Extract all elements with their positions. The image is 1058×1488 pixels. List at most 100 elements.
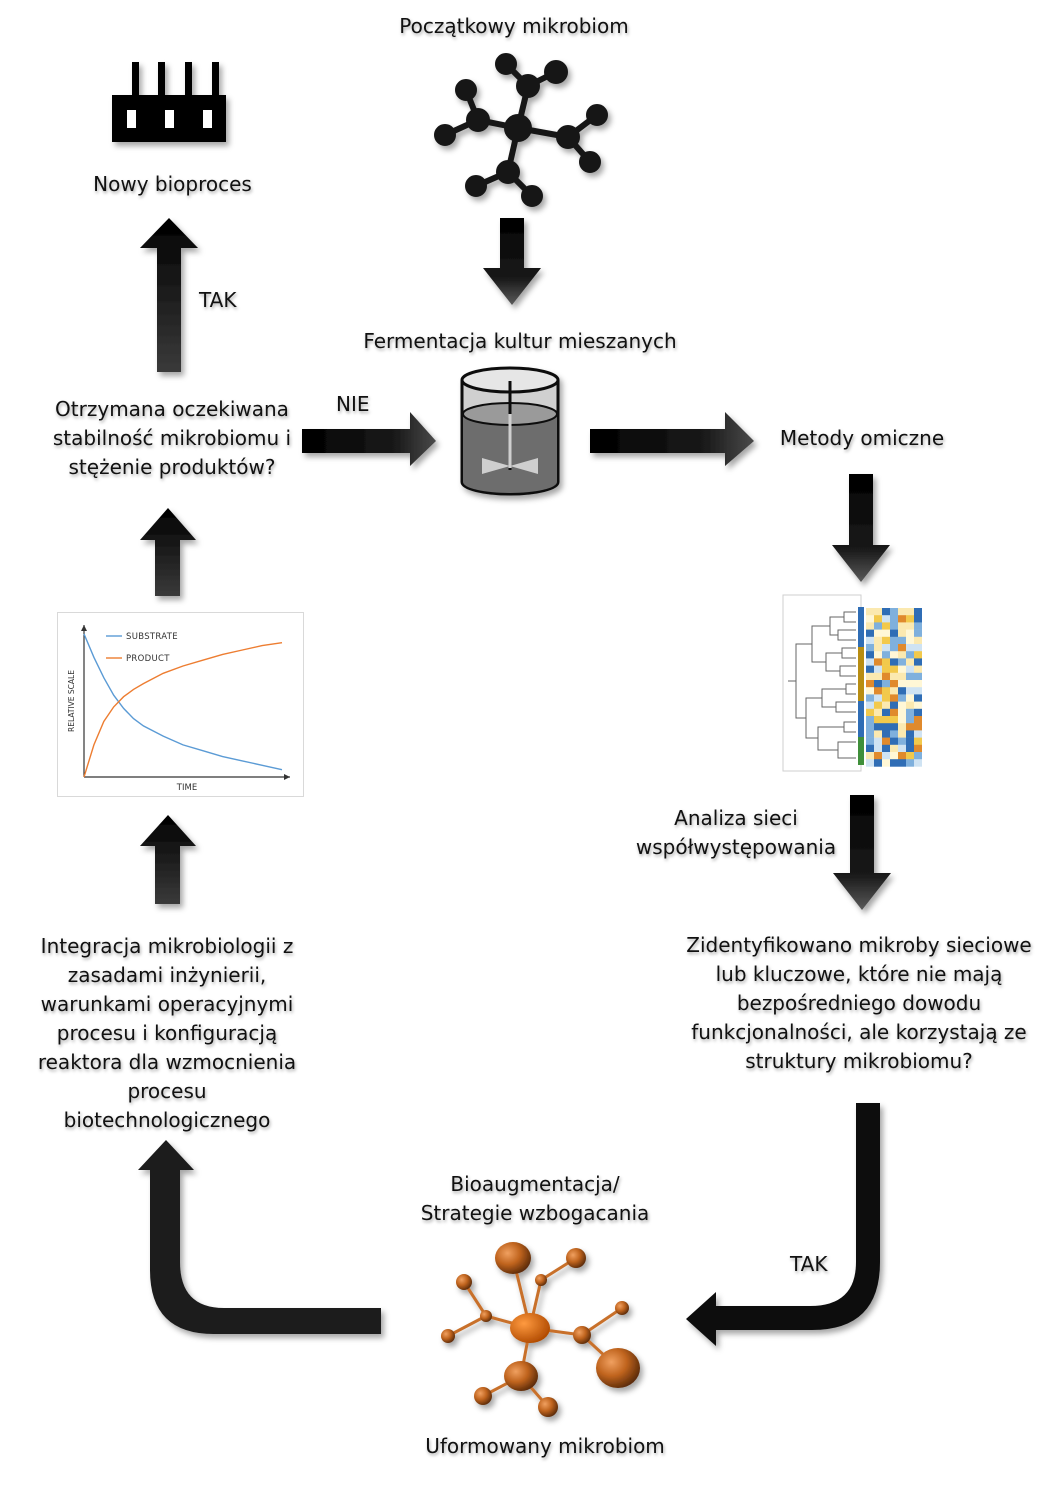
heatmap-cell [890,694,898,702]
heatmap-cell [906,744,914,753]
bioreactor-icon [460,366,560,496]
heatmap-cell [914,730,922,738]
heatmap-cell [890,672,898,681]
heatmap-cell [882,651,890,659]
heatmap-cell [890,658,898,666]
heatmap-cell [914,672,922,681]
heatmap-cell [906,665,914,674]
heatmap-cell [882,723,890,731]
heatmap-cell [882,622,890,630]
heatmap-cell [882,665,890,674]
heatmap-cell [890,636,898,645]
heatmap-cell [866,701,874,710]
node-omics-methods: Metody omiczne [779,426,945,450]
heatmap-cell [874,694,882,702]
heatmap-cell [890,615,898,623]
heatmap-cell [898,629,906,638]
arrow-right-nie [302,412,436,466]
heatmap-cell [898,723,906,731]
heatmap-cell [866,680,874,688]
heatmap-cell [890,651,898,659]
heatmap-cell [866,708,874,717]
heatmap-cell [874,716,882,724]
heatmap-cell [882,752,890,760]
heatmap-cell [914,665,922,674]
heatmap-cell [914,636,922,645]
heatmap-cell [882,608,890,616]
heatmap-cell [906,651,914,659]
heatmap-cell [874,759,882,767]
heatmap-cell [906,629,914,638]
heatmap-cell [882,737,890,746]
heatmap-cell [866,665,874,674]
heatmap-cell [914,723,922,731]
heatmap-cell [898,759,906,767]
heatmap-cell [890,716,898,724]
heatmap-cell [890,680,898,688]
heatmap-cell [866,658,874,666]
heatmap-cell [898,701,906,710]
heatmap-cell [882,759,890,767]
heatmap-cell [898,694,906,702]
heatmap-cell [874,744,882,753]
heatmap-cell [906,716,914,724]
heatmap-cell [914,759,922,767]
heatmap-cell [882,694,890,702]
heatmap-cell [890,752,898,760]
heatmap-cell [898,644,906,652]
heatmap-cell [914,687,922,695]
heatmap-cell [890,730,898,738]
heatmap-cell [874,730,882,738]
node-identified-microbes: Zidentyfikowano mikroby sieciowe lub klu… [686,933,1032,1073]
heatmap-cell [874,658,882,666]
heatmap-cell [882,730,890,738]
edge-label-nie: NIE [336,392,370,416]
heatmap-cell [898,672,906,681]
arrow-curve-to-integration [138,1140,381,1334]
chart-legend-label-product: PRODUCT [126,654,170,664]
heatmap-cell [914,651,922,659]
chart-series-line-substrate [83,633,283,771]
heatmap-cell [898,651,906,659]
heatmap-cell [866,608,874,616]
heatmap-cell [882,687,890,695]
heatmap-cell [890,644,898,652]
node-formed-microbiome: Uformowany mikrobiom [425,1434,665,1458]
heatmap-cell [874,608,882,616]
chart-series-line-product [83,642,283,778]
edge-label-tak-bottom: TAK [790,1252,828,1276]
heatmap-cell [890,629,898,638]
heatmap-cell [882,644,890,652]
arrow-up-to-chart [140,815,196,904]
node-initial-microbiome: Początkowy mikrobiom [399,14,629,38]
heatmap-cell [906,737,914,746]
heatmap-cell [914,608,922,616]
heatmap-cell [882,701,890,710]
heatmap-cell [906,687,914,695]
node-fermentation: Fermentacja kultur mieszanych [363,329,677,353]
heatmap-cell [906,644,914,652]
edge-label-tak-top: TAK [199,288,237,312]
heatmap-cell [898,658,906,666]
heatmap-cell [890,665,898,674]
node-new-bioprocess: Nowy bioproces [93,172,252,196]
heatmap-cell [882,716,890,724]
chart-xlabel: TIME [176,783,197,793]
formed-microbiome-network-icon [441,1242,640,1417]
heatmap-cell [898,608,906,616]
chart-legend-label-substrate: SUBSTRATE [126,632,178,642]
heatmap-cell [882,658,890,666]
arrow-right-to-omics [590,412,754,466]
heatmap-cell [866,629,874,638]
heatmap-cell [914,694,922,702]
arrow-down-to-fermentation [483,218,541,305]
heatmap-cell [906,701,914,710]
arrow-up-to-bioprocess [140,218,198,372]
heatmap-cell [882,636,890,645]
heatmap-cell [906,680,914,688]
heatmap-cell [890,701,898,710]
heatmap-cell [914,716,922,724]
heatmap-cell [882,680,890,688]
arrow-down-to-heatmap [832,474,890,582]
